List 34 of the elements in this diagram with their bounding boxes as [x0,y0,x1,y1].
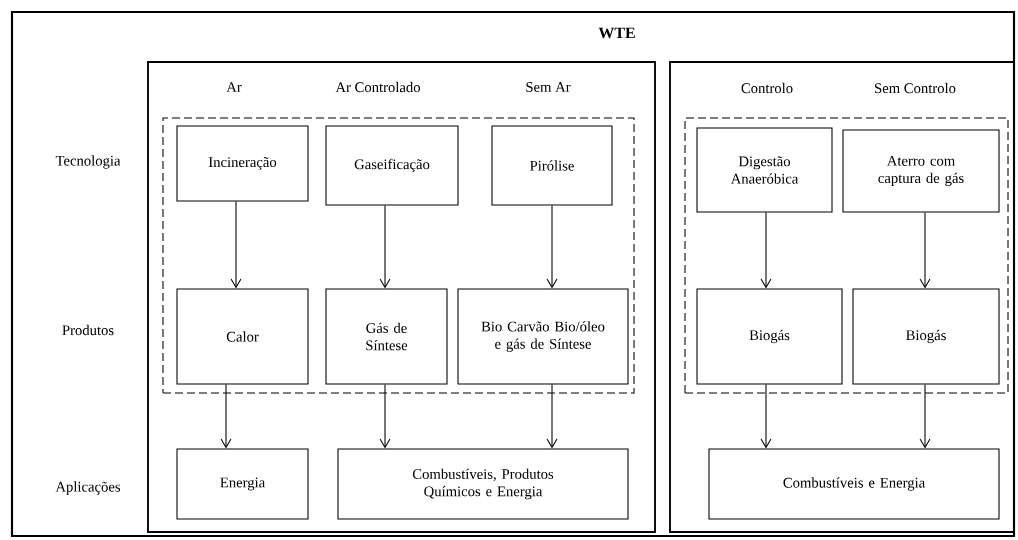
process-box: Biogás [852,288,1000,385]
process-box: Gaseificação [325,125,459,206]
process-box: Calor [176,288,309,385]
arrow [760,384,772,449]
row-label: Tecnologia [55,155,121,169]
process-box: Bio Carvão Bio/óleo e gás de Síntese [457,288,629,385]
arrow [546,384,558,449]
column-heading: Sem Ar [526,82,571,92]
arrow [379,384,391,449]
process-box: Digestão Anaeróbica [696,127,833,213]
column-heading: Sem Controlo [875,82,956,94]
process-box: Combustíveis e Energia [708,448,1000,520]
dashed-group [162,117,635,394]
arrow [919,384,931,449]
process-box: Gás de Síntese [325,288,448,385]
process-box: Aterro com captura de gás [842,129,1000,213]
process-box: Combustíveis, Produtos Químicos e Energia [337,448,629,520]
process-box: Biogás [696,288,843,385]
process-box: Incineração [176,125,309,202]
process-box: Pirólise [491,125,613,206]
arrow [220,384,232,449]
process-box: Energia [176,448,309,520]
arrow [919,212,931,289]
column-heading: Controlo [741,82,793,94]
title: WTE [598,27,635,39]
row-label: Produtos [62,324,114,336]
dashed-group [684,117,1009,394]
column-heading: Ar Controlado [335,81,420,93]
arrow [379,205,391,289]
row-label: Aplicações [55,481,121,495]
arrow [546,205,558,289]
arrow [230,201,242,289]
arrow [760,212,772,289]
column-heading: Ar [226,82,242,92]
